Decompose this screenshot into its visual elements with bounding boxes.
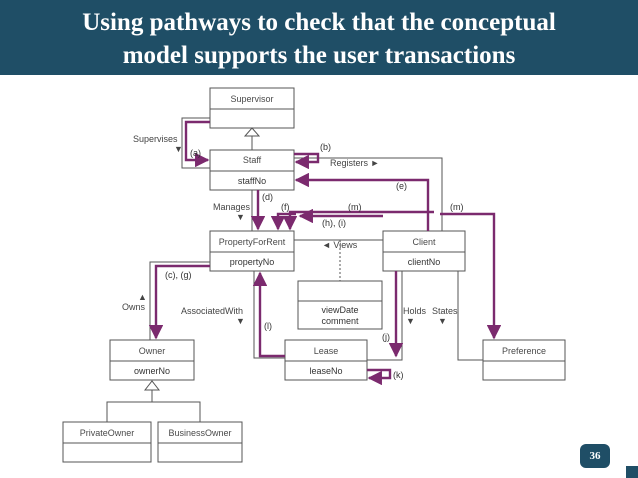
entity-lease: Lease leaseNo: [284, 339, 368, 381]
entity-lease-name: Lease: [314, 346, 339, 356]
pathway-b: [294, 152, 320, 170]
path-label-k: (k): [393, 370, 404, 380]
entity-owner-name: Owner: [139, 346, 166, 356]
entity-staff: Staff staffNo: [209, 149, 295, 191]
path-label-m2: (m): [450, 202, 464, 212]
entity-supervisor-name: Supervisor: [230, 94, 273, 104]
path-label-c-g: (c), (g): [165, 270, 192, 280]
path-label-e: (e): [396, 181, 407, 191]
entity-private-owner: PrivateOwner: [62, 421, 152, 463]
generalization-triangle-staff: [243, 127, 261, 137]
entity-staff-name: Staff: [243, 155, 262, 165]
title-banner: [0, 0, 638, 75]
pathway-k: [367, 368, 392, 386]
entity-client: Client clientNo: [382, 230, 466, 272]
entity-supervisor: Supervisor: [209, 87, 295, 129]
path-label-b: (b): [320, 142, 331, 152]
pathway-m-upper: [282, 210, 434, 231]
entity-preference: Preference: [482, 339, 566, 381]
pathway-a: [184, 120, 210, 168]
viewing-attr-comment: comment: [321, 316, 359, 326]
entity-owner-attr: ownerNo: [134, 366, 170, 376]
path-label-l: (l): [264, 321, 272, 331]
pathway-e: [294, 172, 430, 231]
viewing-attr-viewdate: viewDate: [321, 305, 358, 315]
path-label-h-i: (h), (i): [322, 218, 346, 228]
entity-owner: Owner ownerNo: [109, 339, 195, 381]
pathway-l: [252, 271, 285, 358]
path-label-a: (a): [190, 148, 201, 158]
label-manages: Manages: [213, 202, 251, 212]
supervises-direction-icon: ▼: [174, 144, 183, 154]
slide-title-line-1: Using pathways to check that the concept…: [82, 9, 556, 36]
holds-direction-icon: ▼: [406, 316, 415, 326]
entity-business-owner-name: BusinessOwner: [168, 428, 231, 438]
path-label-j: (j): [382, 332, 390, 342]
label-associated-with: AssociatedWith: [181, 306, 243, 316]
corner-decoration: [626, 466, 638, 478]
entity-staff-attr: staffNo: [238, 176, 266, 186]
generalization-triangle-owner: [143, 380, 161, 391]
pathway-c-g: [148, 264, 210, 340]
label-supervises: Supervises: [133, 134, 178, 144]
path-label-d: (d): [262, 192, 273, 202]
label-views: ◄ Views: [322, 240, 358, 250]
entity-client-name: Client: [412, 237, 436, 247]
states-direction-icon: ▼: [438, 316, 447, 326]
entity-lease-attr: leaseNo: [309, 366, 342, 376]
pathway-m-preference: [440, 212, 502, 340]
slide-title: Using pathways to check that the concept…: [0, 6, 638, 72]
entity-property-name: PropertyForRent: [219, 237, 286, 247]
label-holds: Holds: [403, 306, 427, 316]
label-states: States: [432, 306, 458, 316]
entity-business-owner: BusinessOwner: [157, 421, 243, 463]
entity-preference-name: Preference: [502, 346, 546, 356]
entity-client-attr: clientNo: [408, 257, 441, 267]
entity-property-for-rent: PropertyForRent propertyNo: [209, 230, 295, 272]
label-owns: Owns: [122, 302, 146, 312]
entity-property-attr: propertyNo: [230, 257, 275, 267]
entity-private-owner-name: PrivateOwner: [80, 428, 135, 438]
path-label-f: (f): [281, 202, 290, 212]
associated-with-direction-icon: ▼: [236, 316, 245, 326]
manages-direction-icon: ▼: [236, 212, 245, 222]
pathways: [148, 120, 502, 386]
slide-number: 36: [580, 444, 610, 468]
association-class-viewing: viewDate comment: [297, 280, 383, 330]
relationship-lines: [106, 117, 483, 422]
pathway-f: [270, 212, 296, 231]
path-label-m1: (m): [348, 202, 362, 212]
slide-title-line-2: model supports the user transactions: [122, 42, 516, 69]
label-registers: Registers ►: [330, 158, 379, 168]
owns-direction-icon: ▲: [138, 292, 147, 302]
